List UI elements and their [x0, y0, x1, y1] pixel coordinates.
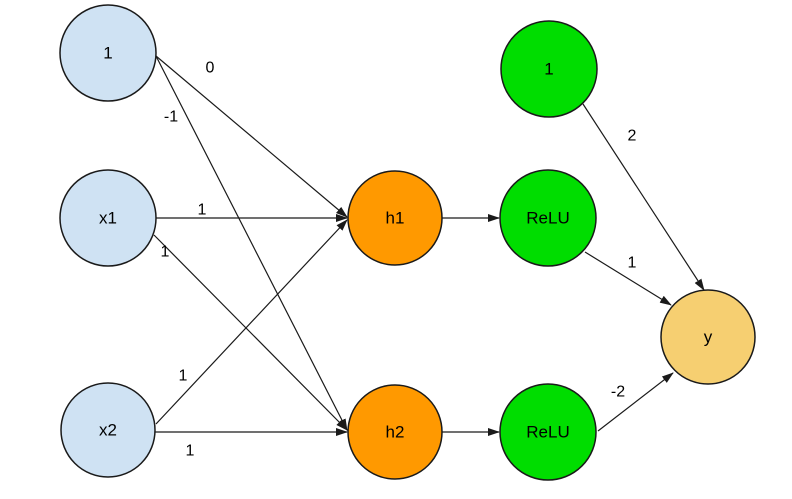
weight-label-x1-to-h2: 1: [161, 244, 170, 261]
weight-label-relu-bottom-to-y: -2: [611, 384, 625, 401]
weight-label-x2-to-h2: 1: [186, 443, 195, 460]
weight-label-bias-to-h1: 0: [206, 60, 215, 77]
edge-relu-bottom-to-y: [597, 372, 674, 432]
node-label-hidden-h1: h1: [386, 209, 405, 228]
node-hidden-h2: [347, 384, 443, 480]
node-input-x2: [60, 382, 156, 478]
node-label-output-y: y: [704, 328, 713, 347]
node-relu-top: [499, 169, 597, 267]
node-label-relu-bottom: ReLU: [526, 423, 569, 442]
edge-bias-to-h2: [155, 55, 348, 431]
node-input-x1: [59, 169, 157, 267]
node-relu-bottom: [499, 383, 597, 481]
node-input-bias: [59, 4, 157, 102]
weight-label-x2-to-h1: 1: [179, 368, 188, 385]
node-hidden-h1: [347, 170, 443, 266]
weight-label-bias-to-h2: -1: [164, 109, 178, 126]
node-label-output-bias: 1: [544, 60, 553, 79]
weight-label-bias-to-y: 2: [628, 128, 637, 145]
weight-label-relu-top-to-y: 1: [628, 255, 637, 272]
node-label-hidden-h2: h2: [386, 423, 405, 442]
node-output-bias: [500, 20, 598, 118]
node-label-relu-top: ReLU: [526, 209, 569, 228]
weight-label-x1-to-h1: 1: [198, 202, 207, 219]
edge-bias-to-h1: [155, 55, 348, 218]
node-label-input-x2: x2: [99, 421, 117, 440]
node-label-input-bias: 1: [103, 44, 112, 63]
edge-bias-to-y: [582, 103, 705, 291]
node-label-input-x1: x1: [99, 209, 117, 228]
edge-relu-top-to-y: [584, 251, 672, 306]
node-output-y: [660, 289, 756, 385]
edge-x1-to-h2: [153, 234, 348, 431]
edge-x2-to-h1: [155, 219, 348, 425]
